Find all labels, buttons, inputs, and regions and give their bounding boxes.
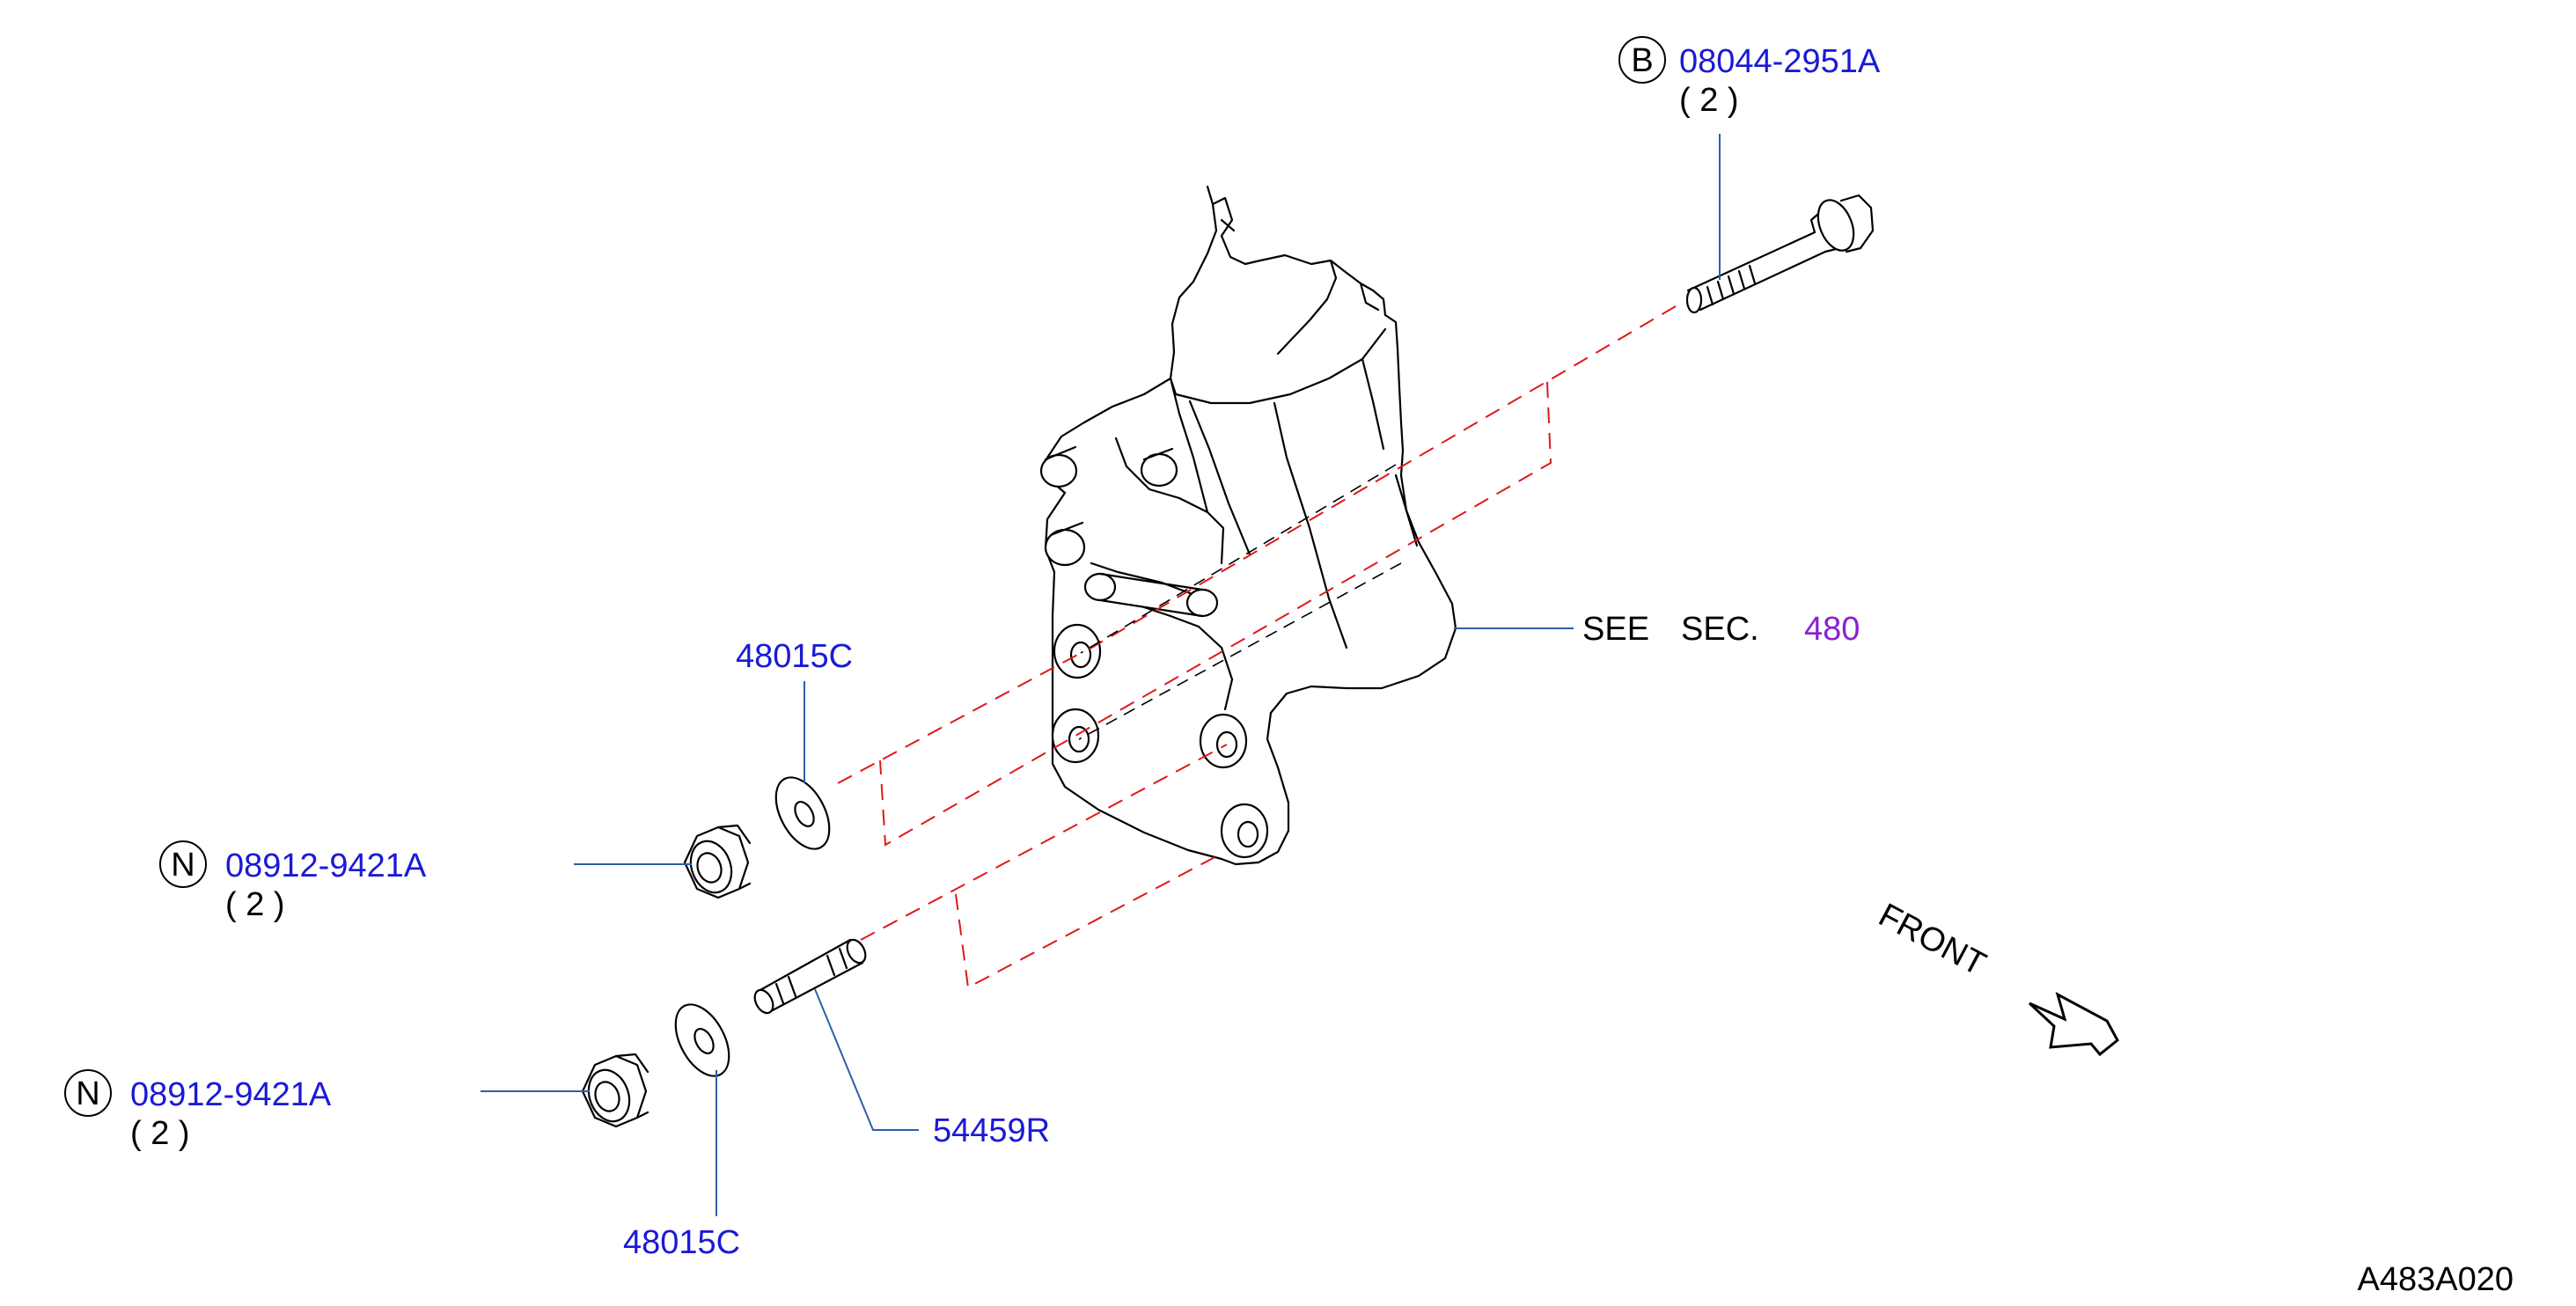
- leader-stud: [814, 988, 919, 1131]
- washer-lower: [674, 1003, 730, 1077]
- steering-gear-housing: [1039, 185, 1457, 866]
- nut-lower: [581, 1053, 650, 1128]
- exploded-lines: [837, 305, 1677, 989]
- qty-bolt: ( 2 ): [1679, 82, 1739, 119]
- qty-nut-upper: ( 2 ): [225, 886, 285, 923]
- part-number-48015c-upper: 48015C: [736, 638, 853, 675]
- sec-label: SEC.: [1681, 611, 1759, 648]
- front-arrow-icon: [2028, 992, 2119, 1057]
- callout-circle-n-lower: [64, 1069, 112, 1117]
- callout-n-lower: N: [76, 1075, 99, 1112]
- see-label: SEE: [1582, 611, 1649, 648]
- part-number-54459r: 54459R: [933, 1112, 1050, 1149]
- nut-upper: [683, 824, 752, 899]
- callout-n-upper: N: [171, 847, 194, 884]
- callout-circle-b: [1618, 36, 1666, 84]
- washer-upper: [774, 776, 831, 850]
- bolt-08044-2951a: [1685, 194, 1875, 314]
- callout-circle-n-upper: [159, 840, 207, 888]
- part-number-08912-9421a-upper: 08912-9421A: [225, 847, 427, 884]
- callout-b: B: [1631, 42, 1653, 79]
- stud-54459r: [753, 938, 867, 1015]
- front-label: FRONT: [1873, 897, 1992, 984]
- section-480-link[interactable]: 480: [1804, 611, 1860, 648]
- part-number-48015c-lower: 48015C: [623, 1224, 740, 1261]
- qty-nut-lower: ( 2 ): [130, 1115, 190, 1152]
- part-number-08044-2951a: 08044-2951A: [1679, 43, 1881, 80]
- part-number-08912-9421a-lower: 08912-9421A: [130, 1076, 332, 1113]
- diagram-code: A483A020: [2358, 1261, 2514, 1298]
